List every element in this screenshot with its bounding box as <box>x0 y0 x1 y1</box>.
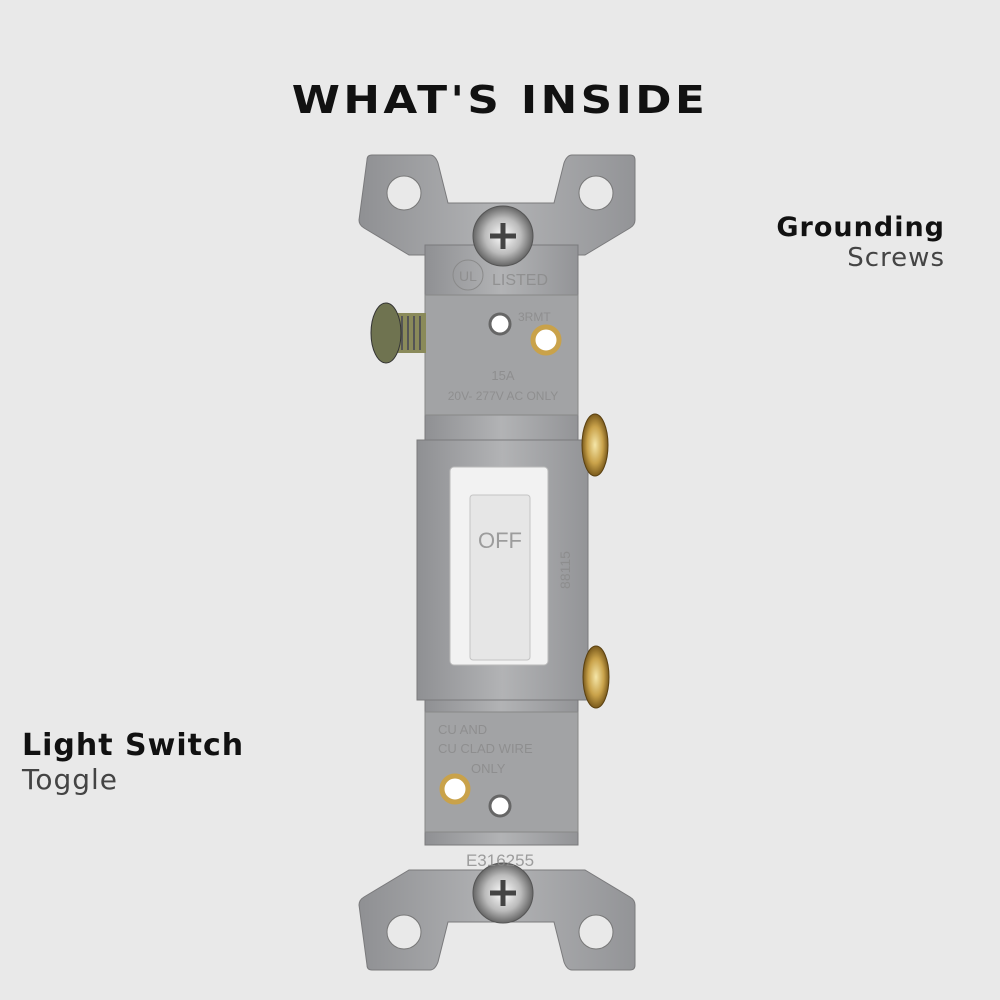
grounding-screws-callout: Grounding Screws <box>776 212 945 273</box>
callout-heading: Grounding <box>776 212 945 243</box>
callout-subtitle: Toggle <box>22 763 119 796</box>
wire-marking-2: CU CLAD WIRE <box>438 741 533 756</box>
side-code-marking: 88115 <box>557 551 573 589</box>
side-terminal-screw-icon <box>370 302 426 364</box>
light-switch-callout: Light Switch Toggle <box>22 728 244 796</box>
callout-subtitle: Screws <box>847 243 945 273</box>
toggle-switch: OFF <box>449 466 549 666</box>
wire-marking-3: ONLY <box>471 761 506 776</box>
listed-marking: LISTED <box>492 272 548 289</box>
top-grounding-screw-icon <box>472 205 534 267</box>
callout-heading: Light Switch <box>22 728 245 763</box>
ul-marking: UL <box>459 268 477 284</box>
file-number-marking: E316255 <box>466 851 534 870</box>
amps-marking: 15A <box>491 368 514 383</box>
brass-terminal-screw-icon <box>581 413 609 477</box>
model-marking: 3RMT <box>518 310 551 324</box>
page-title: WHAT'S INSIDE <box>291 78 709 122</box>
top-mounting-strap <box>358 154 636 256</box>
brass-terminal-screw-icon <box>582 645 610 709</box>
toggle-off-marking: OFF <box>478 528 522 553</box>
bottom-grounding-screw-icon <box>472 862 534 924</box>
voltage-marking: 20V- 277V AC ONLY <box>448 389 559 403</box>
wire-marking-1: CU AND <box>438 722 487 737</box>
